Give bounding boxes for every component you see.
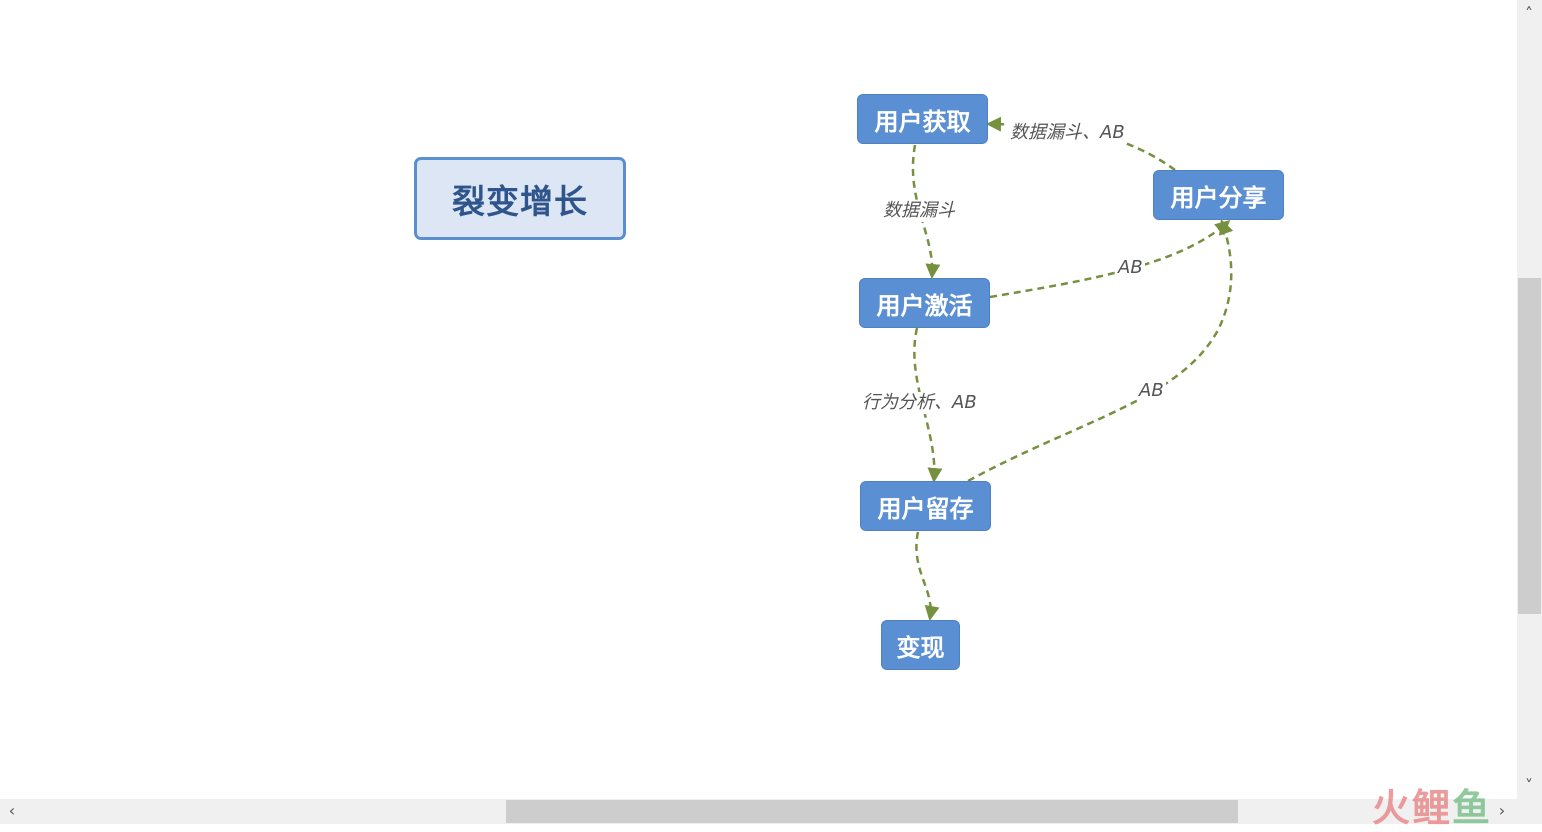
vertical-scrollbar-thumb[interactable] <box>1518 278 1541 614</box>
label-share-acquire: 数据漏斗、AB <box>1008 122 1127 144</box>
watermark-text-accent: 鱼 <box>1452 786 1493 830</box>
edges-layer <box>911 116 1234 621</box>
node-monetization[interactable]: 变现 <box>881 620 960 670</box>
central-topic[interactable]: 裂变增长 <box>414 157 626 240</box>
node-user-retention[interactable]: 用户留存 <box>860 481 991 531</box>
edge-retain-monetize <box>915 531 940 621</box>
scroll-right-arrow-icon[interactable]: › <box>1498 801 1506 820</box>
edge-acquire-activate <box>911 144 941 279</box>
scroll-down-arrow-icon[interactable]: ˅ <box>1525 776 1533 795</box>
label-retain-share: AB <box>1137 380 1166 402</box>
node-user-acquisition[interactable]: 用户获取 <box>857 94 988 144</box>
node-user-activation[interactable]: 用户激活 <box>859 278 990 328</box>
diagram-canvas: 裂变增长 用户获取 用户激活 用户留存 变现 用户分享 数据漏斗 行为分析、AB… <box>414 94 1284 670</box>
horizontal-scrollbar-thumb[interactable] <box>506 800 1238 823</box>
scroll-left-arrow-icon[interactable]: ‹ <box>8 801 16 820</box>
scroll-up-arrow-icon[interactable]: ˄ <box>1525 4 1533 23</box>
node-user-sharing[interactable]: 用户分享 <box>1153 170 1284 220</box>
label-acquire-activate: 数据漏斗 <box>881 200 957 222</box>
label-activate-retain: 行为分析、AB <box>860 392 979 414</box>
scrollbar-corner <box>1517 799 1542 824</box>
watermark-logo: 火鲤鱼 <box>1372 777 1492 832</box>
edge-retain-share <box>967 219 1234 483</box>
label-activate-share: AB <box>1116 257 1145 279</box>
edge-activate-share <box>989 219 1231 299</box>
watermark-text: 火鲤 <box>1372 786 1453 830</box>
